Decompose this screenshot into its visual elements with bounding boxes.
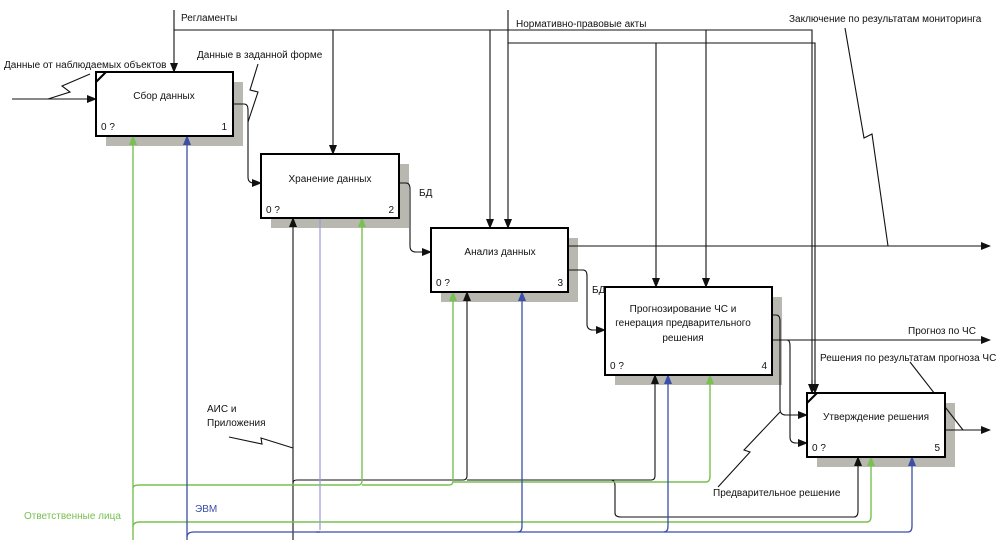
squiggle — [717, 411, 781, 488]
label-formatted-data: Данные в заданной форме — [197, 49, 323, 61]
box-cost: 0 ? — [610, 361, 624, 372]
activity-box-1[interactable]: Сбор данных 0 ? 1 — [95, 71, 234, 137]
box-title: Анализ данных — [464, 247, 535, 258]
label-input-observed: Данные от наблюдаемых объектов — [4, 59, 166, 71]
squiggle — [247, 63, 259, 123]
arrow-ais-box4 — [611, 374, 659, 481]
label-preliminary-decision: Предварительное решение — [713, 488, 841, 499]
squiggle — [47, 73, 91, 100]
box-title: Утверждение решения — [823, 412, 929, 423]
squiggle — [228, 436, 294, 449]
label-regulations: Регламенты — [181, 13, 237, 24]
label-db1: БД — [419, 188, 433, 199]
box-number: 4 — [761, 361, 767, 372]
arrow-computers-box4 — [663, 374, 672, 533]
activity-box-5[interactable]: Утверждение решения 0 ? 5 — [806, 392, 946, 458]
label-responsible: Ответственные лица — [24, 511, 121, 522]
label-db2: БД — [592, 285, 606, 296]
arrow-db1 — [399, 182, 432, 256]
box-title: Сбор данных — [133, 90, 194, 102]
label-monitoring-conclusion: Заключение по результатам мониторинга — [789, 14, 982, 25]
activity-box-2[interactable]: Хранение данных 0 ? 2 — [260, 153, 400, 219]
arrow-responsible-box3 — [362, 291, 457, 486]
activity-box-4[interactable]: Прогнозирование ЧС и генерация предварит… — [604, 286, 773, 376]
box-number: 5 — [934, 443, 940, 454]
arrow-legal-acts-branch — [508, 42, 816, 393]
arrow-to-box5-a — [772, 314, 808, 419]
label-computers: ЭВМ — [195, 504, 217, 515]
squiggle — [844, 27, 889, 247]
label-ais: Приложения — [207, 418, 266, 429]
label-legal-acts: Нормативно-правовые акты — [516, 19, 646, 30]
box-number: 2 — [388, 205, 394, 216]
box-cost: 0 ? — [101, 122, 115, 133]
box-number: 3 — [557, 278, 563, 289]
arrow-db2 — [568, 269, 606, 334]
box-cost: 0 ? — [436, 278, 450, 289]
label-forecast-decisions: Решения по результатам прогноза ЧС — [820, 353, 996, 364]
box-title: генерация предварительного — [615, 318, 751, 329]
label-ais: АИС и — [207, 404, 236, 415]
arrow-formatted-data — [233, 103, 262, 187]
activity-box-3[interactable]: Анализ данных 0 ? 3 — [430, 227, 569, 293]
box-title: Хранение данных — [289, 174, 372, 185]
arrow-computers-box3 — [517, 291, 526, 533]
box-title: решения — [662, 333, 703, 344]
arrow-ais-box3 — [292, 291, 471, 484]
arrow-computers-box5 — [186, 456, 916, 538]
arrow-responsible-box2 — [132, 217, 366, 489]
arrow-regulations-branch — [174, 29, 813, 393]
label-forecast: Прогноз по ЧС — [908, 326, 976, 337]
arrow-responsible-box4 — [453, 374, 714, 483]
arrow-ais-box5 — [467, 456, 862, 518]
arrow-to-box5-b — [786, 339, 808, 447]
box-title: Прогнозирование ЧС и — [630, 304, 737, 315]
arrow-responsible-box5 — [132, 456, 875, 528]
box-cost: 0 ? — [812, 443, 826, 454]
box-number: 1 — [221, 122, 227, 133]
box-cost: 0 ? — [266, 205, 280, 216]
